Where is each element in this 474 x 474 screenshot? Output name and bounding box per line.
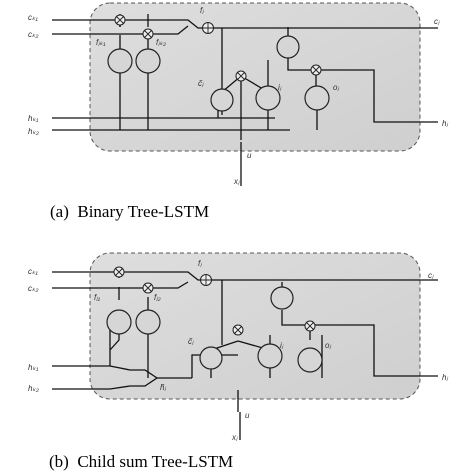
panel-a-output-mult-icon xyxy=(310,64,322,76)
panel-b-forget2-mult-icon xyxy=(142,282,154,294)
panel-b-label-fj1: fⱼ₁ xyxy=(94,293,101,302)
panel-b-add-icon xyxy=(200,274,212,286)
panel-a-tanh-cand-icon xyxy=(210,88,234,112)
panel-b-label-hk1: hₖ₁ xyxy=(28,363,39,372)
panel-a-sigma-fk1-icon xyxy=(107,48,133,74)
panel-a-label-fj: fⱼ xyxy=(200,6,204,15)
caption-b: (b) Child sum Tree-LSTM xyxy=(49,452,234,471)
panel-b-label-hj: hⱼ xyxy=(442,373,448,382)
panel-a-label-xj: xⱼ xyxy=(233,177,240,186)
panel-b-sigma-o-icon xyxy=(297,347,323,373)
panel-b-label-ck2: cₖ₂ xyxy=(28,284,38,293)
panel-b-label-xj: xⱼ xyxy=(231,433,238,442)
panel-a-forget1-mult-icon xyxy=(114,14,126,26)
panel-b-label-h-sum: h̃ⱼ xyxy=(160,383,166,392)
panel-b-label-oj: oⱼ xyxy=(325,341,331,350)
panel-b-sigma-fj2-icon xyxy=(135,309,161,335)
panel-a-label-hk1: hₖ₁ xyxy=(28,114,39,123)
panel-a: cₖ₁ cₖ₂ hₖ₁ hₖ₂ fⱼₖ₁ fⱼₖ₂ fⱼ cⱼ hⱼ c̃ⱼ i… xyxy=(28,2,448,186)
panel-a-label-hk2: hₖ₂ xyxy=(28,127,39,136)
panel-b-label-u: u xyxy=(245,411,250,420)
panel-b-tanh-out-icon xyxy=(270,286,294,310)
panel-a-forget2-mult-icon xyxy=(142,28,154,40)
panel-a-label-oj: oⱼ xyxy=(333,83,339,92)
panel-a-label-i: iⱼ xyxy=(278,83,282,92)
panel-a-label-fk2: fⱼₖ₂ xyxy=(156,38,166,47)
panel-b-sigma-fj1-icon xyxy=(106,309,132,335)
panel-b-label-i: iⱼ xyxy=(280,341,284,350)
panel-b-label-ck1: cₖ₁ xyxy=(28,267,38,276)
panel-a-sigma-fk2-icon xyxy=(135,48,161,74)
panel-b-label-cj: cⱼ xyxy=(428,271,434,280)
panel-b-label-fj: fⱼ xyxy=(198,259,202,268)
panel-a-label-ck2: cₖ₂ xyxy=(28,30,38,39)
caption-a: (a) Binary Tree-LSTM xyxy=(50,202,210,221)
panel-a-sigma-o-icon xyxy=(304,85,330,111)
panel-a-label-cj: cⱼ xyxy=(434,17,440,26)
panel-b-label-c-tilde: c̃ⱼ xyxy=(188,337,194,346)
panel-b-forget1-mult-icon xyxy=(113,266,125,278)
panel-a-cell-box xyxy=(89,2,421,152)
panel-a-add-icon xyxy=(202,22,214,34)
panel-a-label-ck1: cₖ₁ xyxy=(28,13,38,22)
panel-b-cell-box xyxy=(89,252,421,400)
panel-b-output-mult-icon xyxy=(304,320,316,332)
panel-a-sigma-i-icon xyxy=(255,85,281,111)
panel-b-label-fj2: fⱼ₂ xyxy=(154,293,161,302)
panel-b-tanh-cand-icon xyxy=(199,346,223,370)
panel-a-tanh-out-icon xyxy=(276,35,300,59)
panel-b-label-hk2: hₖ₂ xyxy=(28,384,39,393)
panel-a-input-mult-icon xyxy=(235,70,247,82)
panel-a-label-u: u xyxy=(247,151,252,160)
panel-b: cₖ₁ cₖ₂ hₖ₁ hₖ₂ fⱼ₁ fⱼ₂ fⱼ cⱼ hⱼ h̃ⱼ c̃ⱼ… xyxy=(28,252,448,442)
panel-a-label-c-tilde: c̃ⱼ xyxy=(198,79,204,88)
panel-b-input-mult-icon xyxy=(232,324,244,336)
panel-a-label-fk1: fⱼₖ₁ xyxy=(96,38,106,47)
panel-a-label-hj: hⱼ xyxy=(442,119,448,128)
panel-b-sigma-i-icon xyxy=(257,343,283,369)
